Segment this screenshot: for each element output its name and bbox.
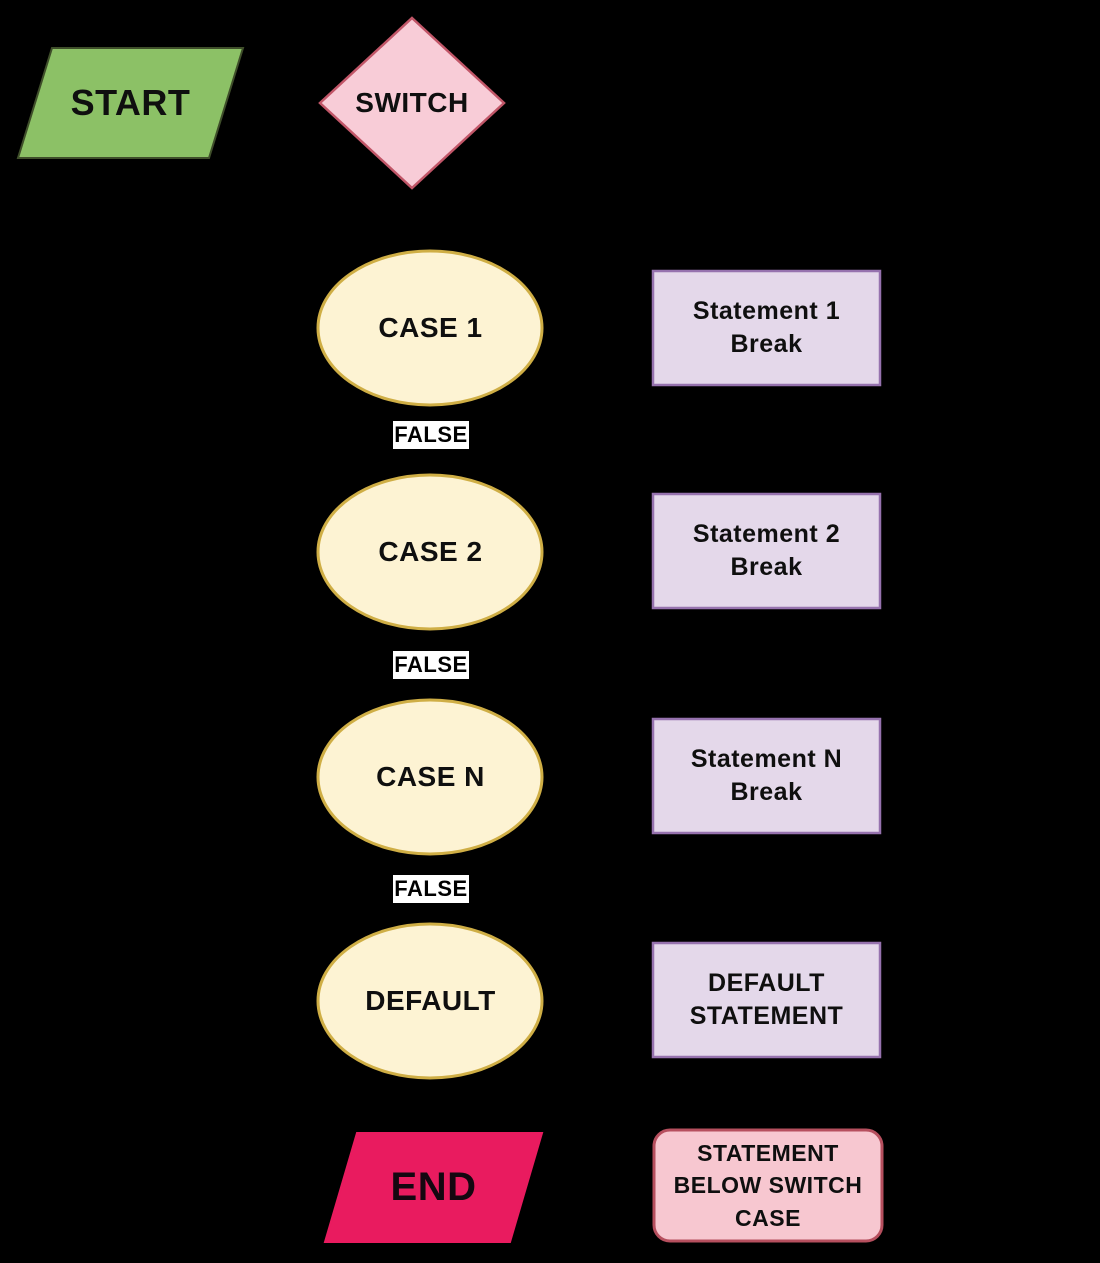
case-n-label: CASE N	[376, 760, 485, 792]
default-ellipse	[316, 922, 544, 1080]
case-n-ellipse	[316, 698, 544, 856]
end-label: END	[390, 1165, 477, 1210]
end-shape	[323, 1132, 544, 1243]
case-2-ellipse	[316, 473, 544, 631]
switch-diamond-shape	[318, 16, 506, 190]
start-label: START	[70, 82, 191, 124]
statement-2-text: Statement 2 Break	[692, 520, 841, 581]
below-switch-box	[652, 1128, 884, 1243]
switch-label: SWITCH	[355, 86, 469, 118]
false-label-1: FALSE	[393, 421, 469, 449]
case-2-label: CASE 2	[378, 535, 483, 567]
statement-1-box	[651, 269, 882, 387]
case-1-label: CASE 1	[378, 311, 483, 343]
statement-n-text: Statement N Break	[690, 745, 843, 806]
false-label-3: FALSE	[393, 875, 469, 903]
statement-1-text: Statement 1 Break	[692, 297, 841, 358]
statement-n-box	[651, 717, 882, 835]
start-shape	[16, 47, 245, 159]
statement-2-box	[651, 492, 882, 610]
false-label-2: FALSE	[393, 651, 469, 679]
default-statement-box	[651, 941, 882, 1059]
default-label: DEFAULT	[365, 984, 496, 1016]
default-statement-text: DEFAULT STATEMENT	[689, 969, 844, 1030]
below-switch-text: STATEMENT BELOW SWITCH CASE	[673, 1140, 863, 1231]
case-1-ellipse	[316, 249, 544, 407]
